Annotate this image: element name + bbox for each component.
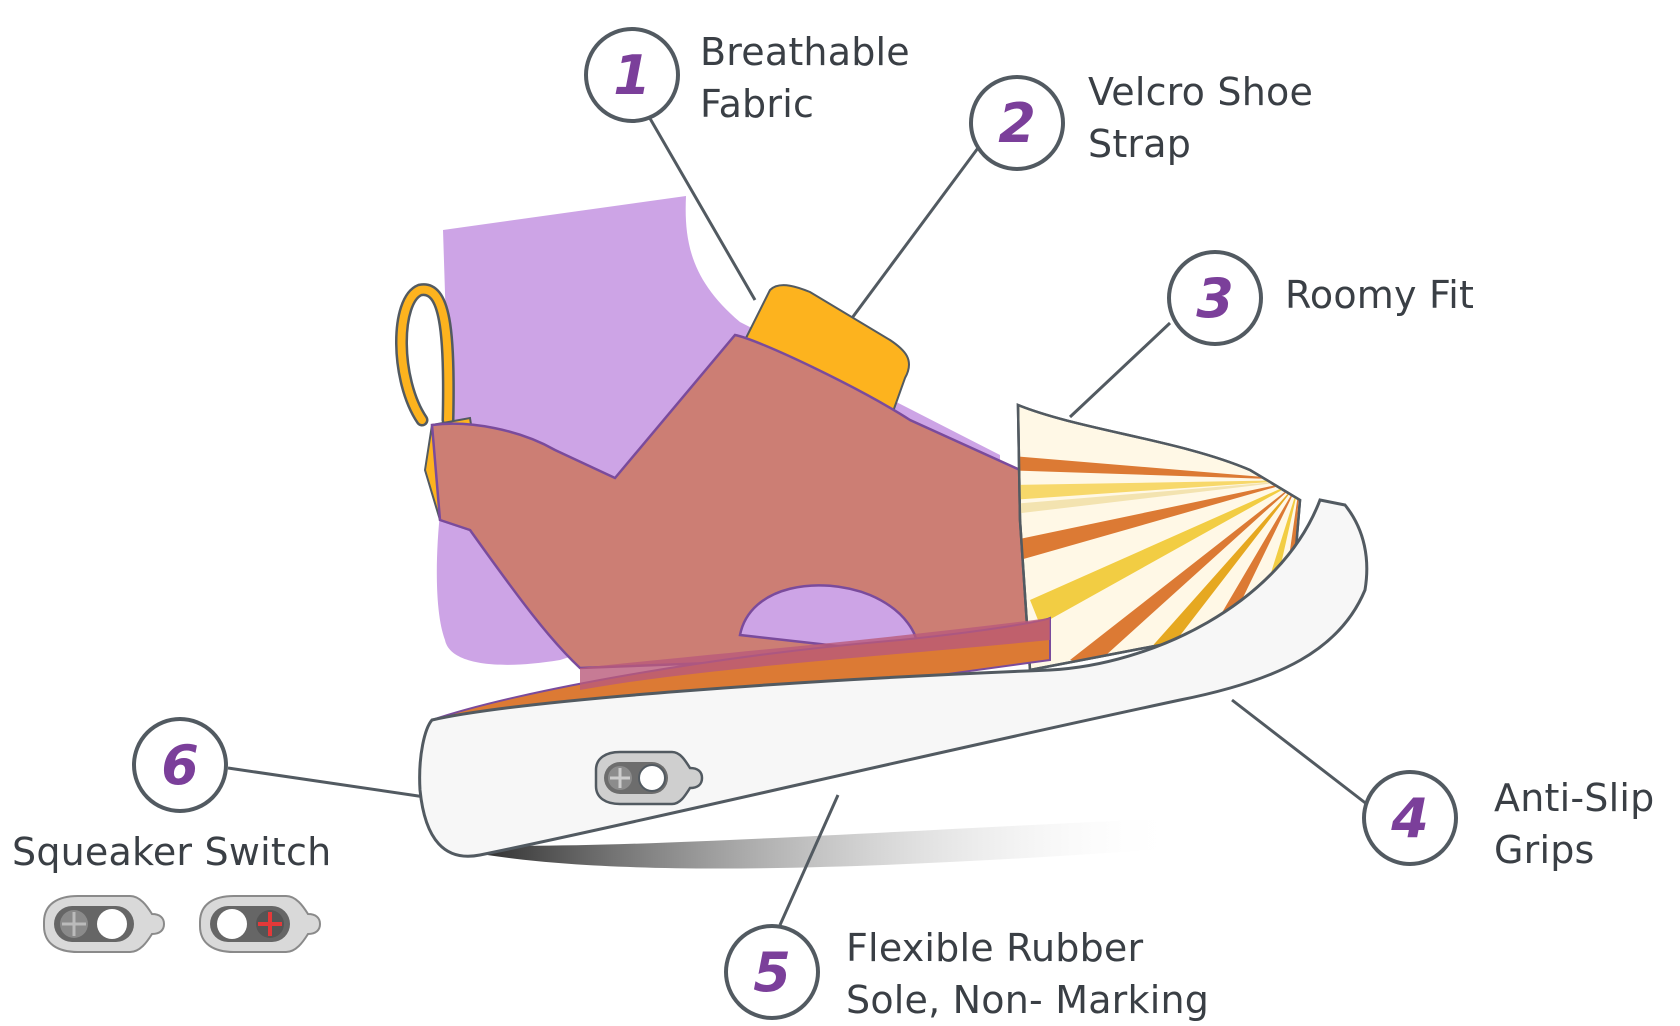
callout-label-4-line-1: Anti-Slip xyxy=(1494,776,1655,820)
leader-line-3 xyxy=(1068,321,1172,419)
callout-number-5: 5 xyxy=(753,941,791,1004)
callout-label-5-line-1: Flexible Rubber xyxy=(846,926,1144,970)
callout-number-6: 6 xyxy=(161,734,199,797)
callout-circle-4: 4 xyxy=(1362,770,1458,866)
squeaker-switch-on-icon xyxy=(199,895,322,953)
callout-label-2-line-1: Velcro Shoe xyxy=(1088,70,1314,114)
callout-label-5: Flexible Rubber Sole, Non- Marking xyxy=(846,922,1209,1026)
callout-label-6-line-1: Squeaker Switch xyxy=(12,830,332,874)
callout-circle-1: 1 xyxy=(584,27,680,123)
callout-label-5-line-2: Sole, Non- Marking xyxy=(846,978,1210,1022)
callout-label-4-line-2: Grips xyxy=(1494,828,1595,872)
callout-number-3: 3 xyxy=(1196,267,1234,330)
callout-number-2: 2 xyxy=(998,92,1036,155)
callout-circle-6: 6 xyxy=(132,717,228,813)
callout-label-6: Squeaker Switch xyxy=(12,826,331,878)
callout-label-2-line-2: Strap xyxy=(1088,122,1192,166)
callout-label-4: Anti-Slip Grips xyxy=(1494,772,1654,876)
callout-label-1-line-2: Fabric xyxy=(700,82,815,126)
squeaker-switch-off-icon xyxy=(43,895,166,953)
callout-label-1-line-1: Breathable xyxy=(700,30,910,74)
leader-line-2 xyxy=(850,147,980,319)
leader-line-1 xyxy=(646,114,757,301)
sole-squeaker-switch xyxy=(594,750,704,806)
leader-line-5 xyxy=(778,794,840,926)
shoe-upper xyxy=(430,333,1052,670)
callout-label-1: Breathable Fabric xyxy=(700,26,910,130)
leader-line-4 xyxy=(1231,698,1369,807)
callout-label-3: Roomy Fit xyxy=(1285,269,1474,321)
callout-label-2: Velcro Shoe Strap xyxy=(1088,66,1313,170)
leader-lines xyxy=(227,114,1369,926)
toe-cap xyxy=(1016,403,1302,672)
callout-circle-2: 2 xyxy=(969,75,1065,171)
callout-circle-3: 3 xyxy=(1167,250,1263,346)
leader-line-6 xyxy=(227,766,426,799)
velcro-strap xyxy=(743,284,910,422)
callout-circle-5: 5 xyxy=(724,924,820,1020)
callout-number-1: 1 xyxy=(613,44,651,107)
callout-number-4: 4 xyxy=(1390,787,1429,850)
insole-lining xyxy=(580,618,1050,690)
callout-label-3-line-1: Roomy Fit xyxy=(1285,273,1475,317)
ground-shadow xyxy=(470,818,1180,869)
